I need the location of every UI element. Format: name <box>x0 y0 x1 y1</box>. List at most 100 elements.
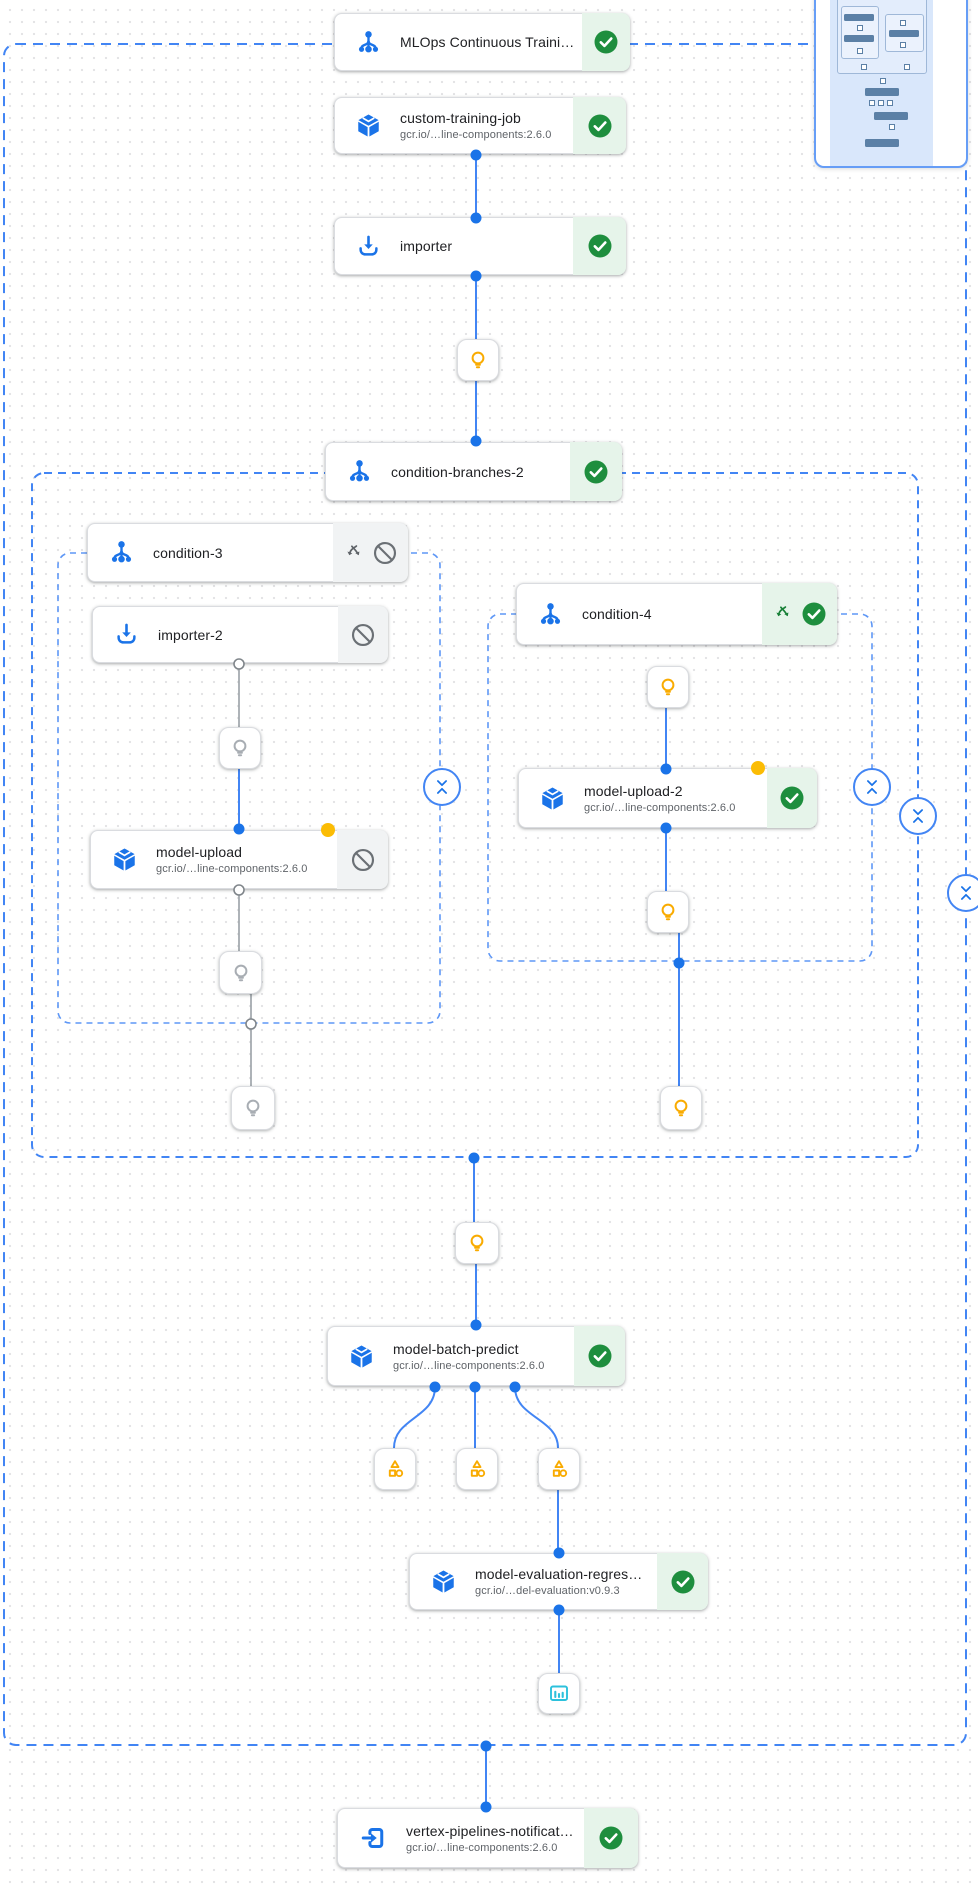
node-condition-3[interactable]: condition-3 <box>87 523 408 582</box>
node-label-group: importer-2 <box>158 627 223 643</box>
minimap-square <box>861 64 867 70</box>
node-label-group: MLOps Continuous Traini… <box>400 34 574 50</box>
artifact-node-metrics[interactable] <box>538 1448 580 1490</box>
artifact-node-bulb-yellow[interactable] <box>647 891 689 933</box>
success-check-icon <box>801 601 827 627</box>
node-label-group: condition-branches-2 <box>391 464 524 480</box>
minimap-bar <box>865 88 899 96</box>
node-mlops-root[interactable]: MLOps Continuous Traini… <box>334 13 630 71</box>
artifact-node-bulb-yellow[interactable] <box>455 1222 499 1264</box>
condition-icon <box>108 539 135 566</box>
status-badge-succeeded <box>584 1808 638 1868</box>
container-component-icon <box>348 1343 375 1370</box>
node-title: model-batch-predict <box>393 1340 519 1357</box>
status-badge-succeeded <box>582 13 630 71</box>
artifact-node-bulb-yellow[interactable] <box>647 666 689 708</box>
edge-endpoint-hollow-dot <box>245 1018 257 1030</box>
status-badge-succeeded <box>574 1326 625 1386</box>
lightbulb-icon <box>465 1231 489 1255</box>
edge-endpoint-dot <box>468 1152 480 1164</box>
condition-icon <box>537 601 564 628</box>
status-badge-succeeded <box>762 583 837 645</box>
minimap-square <box>857 25 863 31</box>
status-badge-succeeded <box>573 97 626 154</box>
success-check-icon <box>670 1569 696 1595</box>
node-title: vertex-pipelines-notificat… <box>406 1822 574 1839</box>
artifact-node-metrics[interactable] <box>456 1448 498 1490</box>
success-check-icon <box>587 233 613 259</box>
artifact-node-metrics[interactable] <box>374 1448 416 1490</box>
node-vertex-pipelines-notification[interactable]: vertex-pipelines-notificat… gcr.io/…line-… <box>337 1808 638 1868</box>
artifact-node-bulb-gray[interactable] <box>219 951 262 994</box>
node-label-group: model-evaluation-regres…gcr.io/…del-eval… <box>475 1566 642 1597</box>
container-component-icon <box>111 846 138 873</box>
container-component-icon <box>355 112 382 139</box>
node-subtitle: gcr.io/…line-components:2.6.0 <box>584 801 736 814</box>
container-component-icon <box>539 785 566 812</box>
skipped-icon <box>372 540 398 566</box>
minimap[interactable] <box>814 0 968 168</box>
success-check-icon <box>598 1825 624 1851</box>
node-importer-2[interactable]: importer-2 <box>92 606 388 663</box>
lightbulb-icon <box>466 348 490 372</box>
artifact-node-chart[interactable] <box>538 1673 580 1714</box>
edge <box>514 1386 559 1449</box>
lightbulb-icon <box>656 900 680 924</box>
node-subtitle: gcr.io/…line-components:2.6.0 <box>156 863 308 875</box>
artifact-node-bulb-yellow[interactable] <box>660 1086 702 1130</box>
container-component-icon <box>430 1568 457 1595</box>
condition-icon <box>346 458 373 485</box>
success-check-icon <box>583 459 609 485</box>
node-title: custom-training-job <box>400 110 521 126</box>
minimap-bar <box>889 30 919 37</box>
node-subtitle: gcr.io/…del-evaluation:v0.9.3 <box>475 1585 620 1597</box>
collapse-group-button-condition-branches-2-group[interactable] <box>899 797 937 835</box>
collapse-icon <box>907 805 929 827</box>
node-condition-4[interactable]: condition-4 <box>516 583 837 645</box>
node-label-group: importer <box>400 238 452 254</box>
minimap-bar <box>844 35 874 42</box>
artifact-node-bulb-gray[interactable] <box>231 1086 275 1130</box>
collapse-group-button-condition-4-group[interactable] <box>853 768 891 806</box>
status-badge-skipped <box>338 606 388 663</box>
node-title: condition-branches-2 <box>391 463 524 480</box>
importer-icon <box>113 621 140 648</box>
node-model-evaluation-regression[interactable]: model-evaluation-regres…gcr.io/…del-eval… <box>409 1553 708 1610</box>
lightbulb-icon <box>228 736 252 760</box>
minimap-bar <box>844 14 874 21</box>
node-condition-branches-2[interactable]: condition-branches-2 <box>325 442 622 501</box>
condition-icon <box>355 29 382 56</box>
minimap-square <box>900 42 906 48</box>
cache-warning-dot <box>751 761 765 775</box>
status-badge-succeeded <box>570 442 622 501</box>
success-check-icon <box>779 785 805 811</box>
status-badge-succeeded <box>657 1553 708 1610</box>
minimap-square <box>900 20 906 26</box>
status-badge-skipped <box>337 830 388 889</box>
lightbulb-icon <box>229 961 253 985</box>
skipped-icon <box>350 847 376 873</box>
edge-endpoint-dot <box>480 1740 492 1752</box>
collapse-icon <box>861 776 883 798</box>
node-title: MLOps Continuous Traini… <box>400 34 575 50</box>
status-badge-succeeded <box>767 768 817 828</box>
collapse-group-button-pipeline-root[interactable] <box>947 874 978 912</box>
lightbulb-icon <box>669 1096 693 1120</box>
exit-icon <box>358 1823 388 1853</box>
minimap-square <box>904 64 910 70</box>
collapse-icon <box>955 882 977 904</box>
collapse-group-button-condition-3-group[interactable] <box>423 768 461 806</box>
status-badge-skipped <box>333 523 408 582</box>
artifact-node-bulb-yellow[interactable] <box>457 339 499 381</box>
node-importer[interactable]: importer <box>334 217 626 275</box>
artifact-node-bulb-gray[interactable] <box>219 727 261 769</box>
minimap-square <box>889 124 895 130</box>
node-subtitle: gcr.io/…line-components:2.6.0 <box>406 1841 558 1854</box>
